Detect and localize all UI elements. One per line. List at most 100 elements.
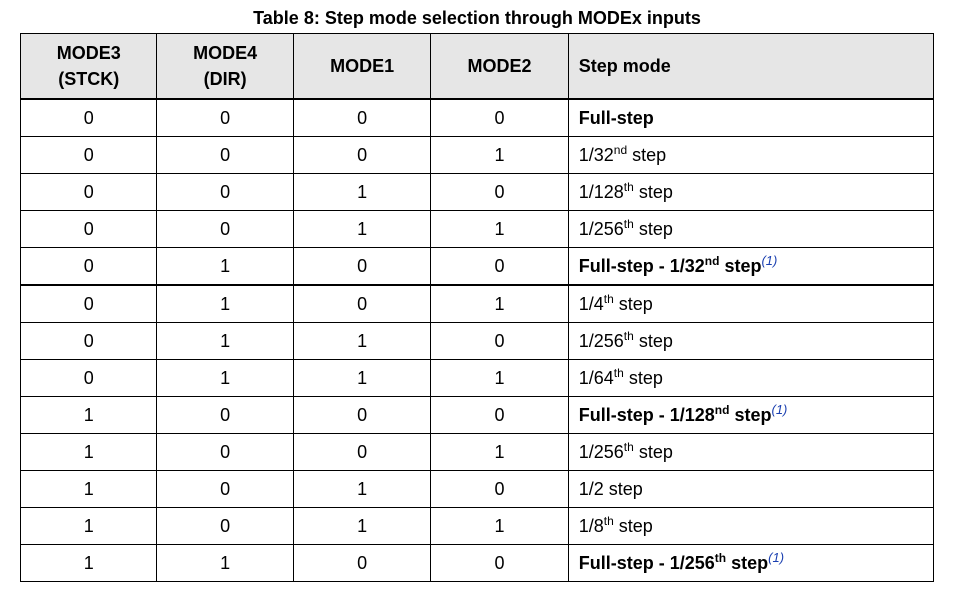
cell-mode2: 1	[430, 136, 569, 174]
cell-mode2: 0	[430, 98, 569, 137]
ordinal-suffix: th	[613, 365, 624, 380]
cell-mode1: 1	[292, 173, 432, 211]
cell-mode1: 0	[292, 544, 432, 582]
footnote-ref[interactable]: (1)	[761, 252, 778, 268]
step-mode-value: Full-step - 1/32	[578, 255, 705, 276]
footnote-ref[interactable]: (1)	[768, 549, 785, 565]
step-mode-value: 1/2 step	[578, 478, 643, 499]
cell-mode1: 0	[292, 98, 432, 137]
cell-mode1: 0	[292, 136, 432, 174]
cell-mode2: 0	[430, 247, 569, 286]
cell-step-mode: 1/256th step	[567, 433, 935, 471]
step-mode-table: MODE3 (STCK) MODE4 (DIR) MODE1 MODE2 Ste…	[19, 33, 935, 582]
cell-mode1: 0	[292, 284, 432, 323]
step-mode-text: Full-step	[579, 108, 654, 128]
cell-mode2: 0	[430, 544, 569, 582]
step-mode-value: 1/64	[578, 367, 614, 388]
cell-step-mode: 1/256th step	[567, 210, 935, 248]
ordinal-suffix: th	[714, 550, 727, 565]
cell-mode3: 0	[19, 173, 158, 211]
cell-mode4: 0	[156, 507, 294, 545]
step-mode-text: 1/2 step	[579, 479, 643, 499]
step-mode-value: 1/128	[578, 181, 624, 202]
cell-step-mode: Full-step - 1/128nd step(1)	[567, 396, 935, 434]
cell-mode4: 0	[156, 210, 294, 248]
step-mode-value: 1/256	[578, 218, 624, 239]
header-row: MODE3 (STCK) MODE4 (DIR) MODE1 MODE2 Ste…	[19, 33, 935, 100]
cell-mode1: 0	[292, 247, 432, 286]
header-step-mode: Step mode	[567, 33, 935, 100]
cell-mode3: 0	[19, 98, 158, 137]
cell-mode2: 1	[430, 359, 569, 397]
table-caption: Table 8: Step mode selection through MOD…	[253, 8, 701, 28]
header-mode1: MODE1	[292, 33, 432, 100]
cell-mode2: 1	[430, 507, 569, 545]
step-mode-value: 1/8	[578, 515, 604, 536]
cell-mode1: 1	[292, 322, 432, 360]
step-mode-value: Full-step - 1/256	[578, 552, 715, 573]
cell-step-mode: 1/256th step	[567, 322, 935, 360]
cell-mode2: 1	[430, 284, 569, 323]
cell-mode1: 1	[292, 359, 432, 397]
cell-mode4: 0	[156, 470, 294, 508]
cell-mode4: 0	[156, 433, 294, 471]
step-mode-value: 1/32	[578, 144, 614, 165]
cell-step-mode: 1/128th step	[567, 173, 935, 211]
ordinal-suffix: th	[623, 328, 634, 343]
cell-mode4: 0	[156, 136, 294, 174]
ordinal-suffix: th	[623, 439, 634, 454]
cell-mode3: 0	[19, 322, 158, 360]
step-mode-text: 1/32nd step	[578, 142, 667, 165]
step-mode-suffix: step	[633, 181, 673, 202]
step-mode-text: Full-step - 1/128nd step(1)	[579, 401, 788, 425]
cell-mode3: 0	[19, 359, 158, 397]
cell-mode2: 0	[430, 322, 569, 360]
step-mode-text: Full-step - 1/32nd step(1)	[578, 252, 778, 276]
header-mode3-label: MODE3	[56, 43, 121, 63]
cell-mode3: 1	[19, 470, 158, 508]
step-mode-text: 1/256th step	[579, 439, 673, 462]
cell-mode2: 0	[430, 396, 569, 434]
ordinal-suffix: th	[623, 216, 634, 231]
cell-step-mode: 1/2 step	[567, 470, 935, 508]
step-mode-suffix: step	[726, 552, 769, 573]
step-mode-suffix: step	[613, 515, 653, 536]
cell-step-mode: Full-step - 1/32nd step(1)	[567, 247, 935, 286]
step-mode-text: Full-step - 1/256th step(1)	[578, 549, 785, 573]
ordinal-suffix: nd	[704, 253, 720, 268]
step-mode-suffix: step	[719, 255, 762, 276]
step-mode-suffix: step	[627, 144, 667, 165]
ordinal-suffix: nd	[714, 402, 730, 417]
cell-step-mode: Full-step	[567, 98, 935, 137]
step-mode-suffix: step	[633, 218, 673, 239]
cell-step-mode: 1/4th step	[567, 284, 935, 323]
ordinal-suffix: nd	[613, 142, 628, 157]
cell-step-mode: Full-step - 1/256th step(1)	[567, 544, 935, 582]
cell-mode3: 0	[19, 210, 158, 248]
step-mode-suffix: step	[633, 330, 673, 351]
header-mode4-sublabel: (DIR)	[203, 69, 247, 89]
header-mode3-sublabel: (STCK)	[58, 69, 120, 89]
cell-mode4: 0	[156, 396, 294, 434]
footnote-ref[interactable]: (1)	[771, 401, 788, 417]
step-mode-suffix: step	[729, 404, 772, 425]
step-mode-value: 1/4	[578, 293, 604, 314]
cell-mode4: 0	[156, 173, 294, 211]
cell-mode1: 0	[292, 433, 432, 471]
step-mode-text: 1/128th step	[578, 181, 673, 202]
cell-mode3: 1	[19, 396, 158, 434]
cell-mode1: 0	[292, 396, 432, 434]
cell-mode2: 0	[430, 470, 569, 508]
table-header: MODE3 (STCK) MODE4 (DIR) MODE1 MODE2 Ste…	[19, 33, 935, 100]
step-mode-text: 1/256th step	[578, 216, 673, 239]
